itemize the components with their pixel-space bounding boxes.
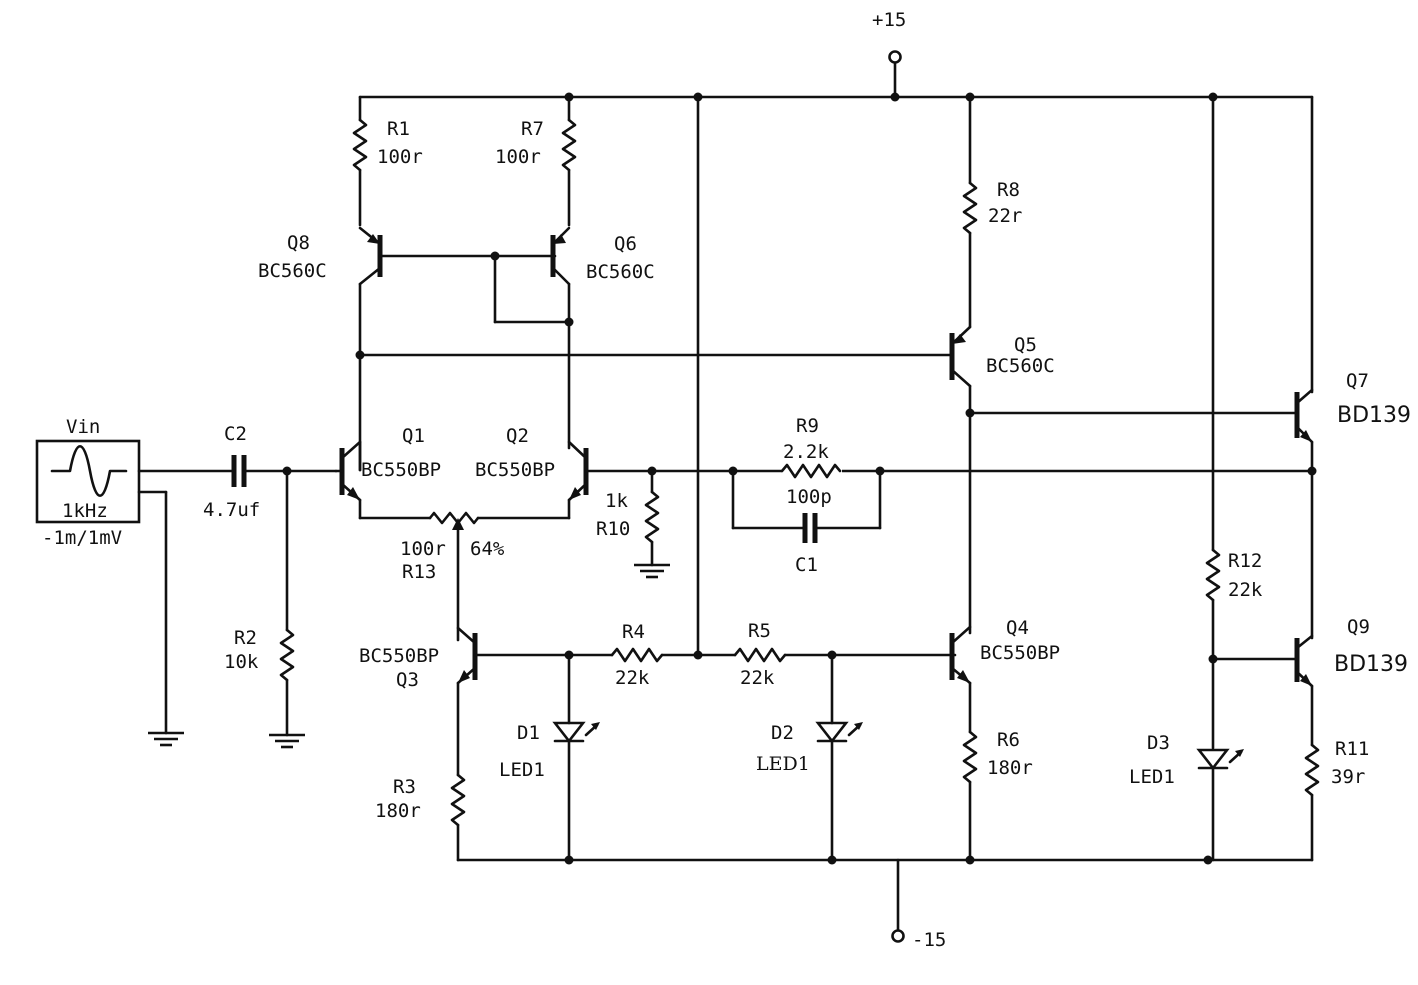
r12-value: 22k	[1228, 579, 1263, 601]
resistor-r12: R12 22k	[1205, 92, 1263, 750]
ground-symbol	[146, 731, 186, 747]
led-d3: D3 LED1	[1129, 732, 1244, 865]
capacitor-c1: 100p C1	[731, 469, 882, 576]
r9-value: 2.2k	[783, 441, 829, 463]
r2-ref: R2	[234, 627, 257, 649]
r3-value: 180r	[375, 800, 421, 822]
resistor-r11: R11 39r	[1304, 738, 1369, 862]
ground-symbol	[267, 733, 307, 749]
q7-ref: Q7	[1346, 370, 1369, 392]
positive-terminal	[888, 50, 902, 64]
q3-part: BC550BP	[359, 645, 439, 667]
transistor-q9: Q9 BD139	[1294, 616, 1408, 747]
resistor-r5: R5 22k	[696, 620, 957, 689]
q3-ref: Q3	[396, 669, 419, 691]
resistor-r7: R7 100r	[495, 92, 577, 227]
r11-value: 39r	[1331, 766, 1365, 788]
trimmer-r13: 100r 64% R13	[358, 511, 571, 642]
r13-setting: 64%	[470, 538, 505, 560]
r8-ref: R8	[997, 179, 1020, 201]
r5-value: 22k	[740, 667, 775, 689]
resistor-r3: R3 180r	[375, 773, 466, 862]
r7-value: 100r	[495, 146, 541, 168]
resistor-r6: R6 180r	[962, 729, 1033, 865]
q6-ref: Q6	[614, 233, 637, 255]
d3-part: LED1	[1129, 766, 1175, 788]
resistor-r9: R9 2.2k	[728, 415, 885, 484]
r4-value: 22k	[615, 667, 650, 689]
r1-value: 100r	[377, 146, 423, 168]
resistor-r10: 1k R10	[596, 466, 672, 579]
q8-part: BC560C	[258, 260, 327, 282]
q2-ref: Q2	[506, 425, 529, 447]
resistor-r8: R8 22r	[962, 92, 1022, 329]
transistor-q5: Q5 BC560C	[949, 325, 1055, 635]
resistor-r1: R1 100r	[352, 95, 423, 227]
d1-part: LED1	[499, 759, 545, 781]
capacitor-c2: C2 4.7uf	[203, 423, 338, 521]
q9-ref: Q9	[1347, 616, 1370, 638]
input-source-vin: Vin 1kHz -1m/1mV	[35, 416, 234, 747]
r13-value: 100r	[400, 538, 446, 560]
r4-ref: R4	[622, 621, 645, 643]
r2-value: 10k	[224, 651, 259, 673]
led-d2: D2 LED1	[756, 650, 863, 865]
vin-frequency: 1kHz	[62, 500, 108, 522]
negative-rail-label: -15	[912, 929, 946, 951]
r13-ref: R13	[402, 561, 436, 583]
ground-symbol	[632, 563, 672, 579]
r1-ref: R1	[387, 118, 410, 140]
r6-value: 180r	[987, 757, 1033, 779]
positive-rail-label: +15	[872, 9, 906, 31]
r11-ref: R11	[1335, 738, 1369, 760]
q8-ref: Q8	[287, 232, 310, 254]
c1-ref: C1	[795, 554, 818, 576]
transistor-q4: Q4 BC550BP	[949, 617, 1060, 734]
vin-label: Vin	[66, 416, 100, 438]
resistor-r2: R2 10k	[224, 466, 307, 749]
negative-terminal	[891, 929, 905, 943]
d2-ref: D2	[771, 722, 794, 744]
d3-ref: D3	[1147, 732, 1170, 754]
q5-ref: Q5	[1014, 334, 1037, 356]
q1-ref: Q1	[402, 425, 425, 447]
resistor-r4: R4 22k	[564, 621, 700, 689]
q4-ref: Q4	[1006, 617, 1029, 639]
transistor-q7: Q7 BD139	[1294, 95, 1411, 640]
r3-ref: R3	[393, 776, 416, 798]
q1-part: BC550BP	[361, 459, 441, 481]
q4-part: BC550BP	[980, 642, 1060, 664]
c2-value: 4.7uf	[203, 499, 260, 521]
d1-ref: D1	[517, 722, 540, 744]
r12-ref: R12	[1228, 550, 1262, 572]
r10-value: 1k	[605, 490, 628, 512]
transistor-q3: BC550BP Q3	[359, 626, 571, 777]
negative-rail: -15	[456, 858, 1314, 951]
vin-amplitude: -1m/1mV	[42, 527, 122, 549]
c1-value: 100p	[786, 486, 832, 508]
q7-part: BD139	[1337, 403, 1411, 428]
transistor-q1: Q1 BC550BP	[334, 425, 441, 520]
d2-part: LED1	[756, 753, 810, 775]
r7-ref: R7	[521, 118, 544, 140]
transistor-q6: Q6 BC560C	[550, 226, 655, 450]
q5-part: BC560C	[986, 355, 1055, 377]
r9-ref: R9	[796, 415, 819, 437]
positive-rail: +15	[358, 9, 1314, 99]
transistor-q2: Q2 BC550BP	[475, 425, 652, 520]
r6-ref: R6	[997, 729, 1020, 751]
q9-part: BD139	[1334, 652, 1408, 677]
led-d1: D1 LED1	[499, 653, 600, 865]
r10-ref: R10	[596, 518, 630, 540]
transistor-q8: Q8 BC560C	[258, 226, 557, 472]
q6-part: BC560C	[586, 261, 655, 283]
c2-ref: C2	[224, 423, 247, 445]
q2-part: BC550BP	[475, 459, 555, 481]
r5-ref: R5	[748, 620, 771, 642]
r8-value: 22r	[988, 205, 1022, 227]
